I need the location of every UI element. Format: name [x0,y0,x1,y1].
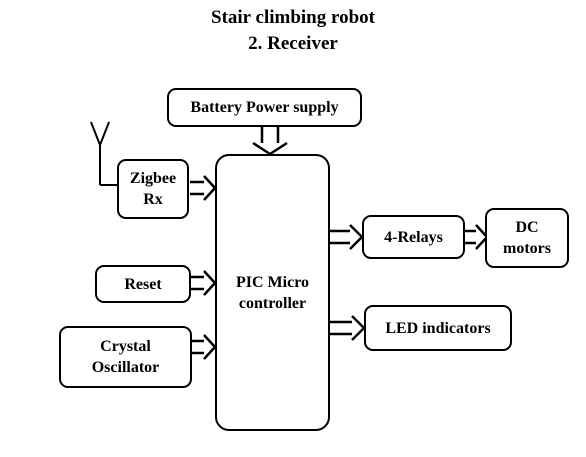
crystal-line-1: Crystal [100,338,151,355]
arrow-reset-to-pic [190,270,217,296]
arrow-zigbee-to-pic [190,175,217,201]
crystal-oscillator-block: Crystal Oscillator [59,326,192,388]
arrow-crystal-to-pic [190,334,217,360]
zigbee-rx-block: Zigbee Rx [117,159,189,219]
relays-label: 4-Relays [384,228,443,246]
title-line-2: 2. Receiver [248,33,338,54]
title-line-1: Stair climbing robot [211,7,375,28]
arrow-battery-to-pic [252,125,288,156]
antenna-icon [90,121,117,186]
dc-motors-line-2: motors [503,240,551,257]
battery-label: Battery Power supply [190,99,339,116]
relays-block: 4-Relays [362,215,465,259]
reset-label: Reset [124,275,162,293]
pic-line-1: PIC Micro [235,273,309,291]
crystal-line-2: Oscillator [91,359,160,376]
diagram-title: Stair climbing robot [0,6,586,29]
dc-motors-line-1: DC [515,219,539,236]
battery-power-supply-block: Battery Power supply [167,88,362,127]
zigbee-line-1: Zigbee [129,170,177,187]
dc-motors-block: DC motors [485,208,569,268]
arrow-relays-to-motors [465,224,489,250]
reset-block: Reset [95,265,191,303]
diagram-subtitle: 2. Receiver [0,32,586,55]
led-label: LED indicators [385,319,491,337]
arrow-pic-to-relays [330,224,364,250]
led-indicators-block: LED indicators [364,305,512,351]
pic-microcontroller-block: PIC Micro controller [215,154,330,431]
pic-line-2: controller [238,294,307,312]
arrow-pic-to-led [330,315,366,341]
zigbee-line-2: Rx [143,191,163,208]
